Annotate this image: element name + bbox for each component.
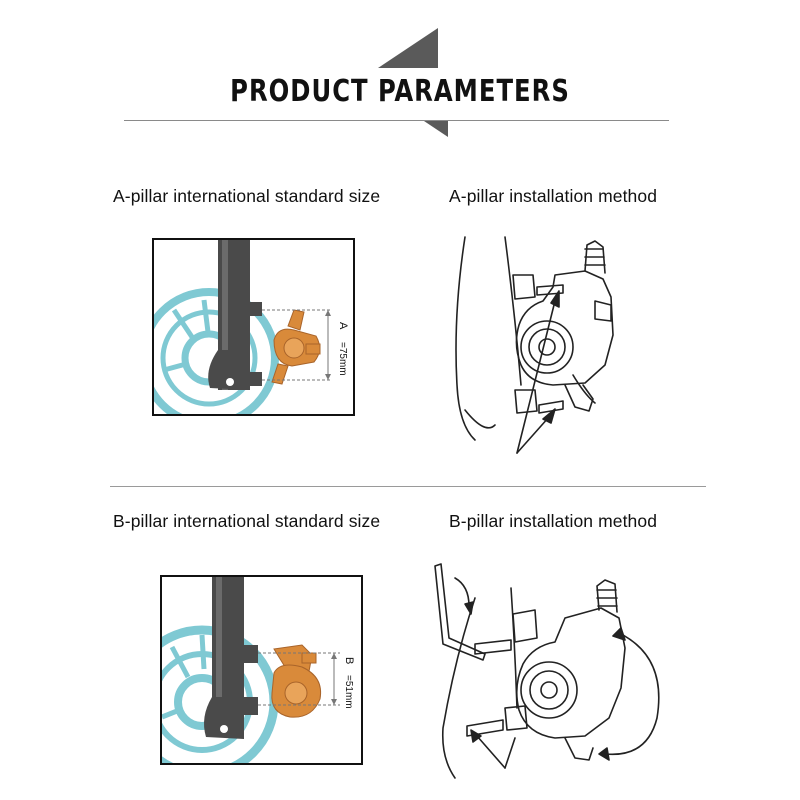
a-pillar-install-diagram (435, 235, 645, 460)
a-pillar-install-label: A-pillar installation method (449, 186, 658, 206)
header-triangle-bottom (424, 121, 448, 137)
a-pillar-size-diagram: A =75mm (152, 238, 355, 416)
b-fork-leg (204, 577, 258, 739)
b-pillar-install-label: B-pillar installation method (449, 511, 658, 531)
header-divider (124, 120, 669, 121)
a-dim-letter: A (337, 322, 349, 330)
b-dim-letter: B (343, 657, 355, 664)
b-install-bolts (466, 639, 512, 737)
a-dim-value: =75mm (337, 342, 348, 376)
a-caliper (271, 309, 321, 385)
b-caliper (271, 644, 322, 718)
b-install-arrows (470, 627, 660, 769)
b-dimension-marker (258, 652, 340, 706)
section-divider (110, 486, 706, 487)
page-title: PRODUCT PARAMETERS (230, 74, 570, 109)
a-fork-leg (208, 240, 262, 390)
header-triangle-top (378, 28, 438, 68)
a-dimension-marker (262, 309, 332, 381)
a-install-bolts (536, 284, 564, 414)
b-pillar-size-label: B-pillar international standard size (113, 511, 381, 531)
a-install-arrows (516, 290, 560, 454)
a-install-caliper (515, 240, 614, 412)
a-install-fork (455, 236, 538, 441)
b-pillar-install-diagram (415, 558, 665, 780)
b-dim-value: =51mm (343, 675, 354, 709)
b-install-caliper (515, 579, 626, 761)
b-pillar-size-diagram: B =51mm (160, 575, 363, 765)
a-pillar-size-label: A-pillar international standard size (113, 186, 381, 206)
